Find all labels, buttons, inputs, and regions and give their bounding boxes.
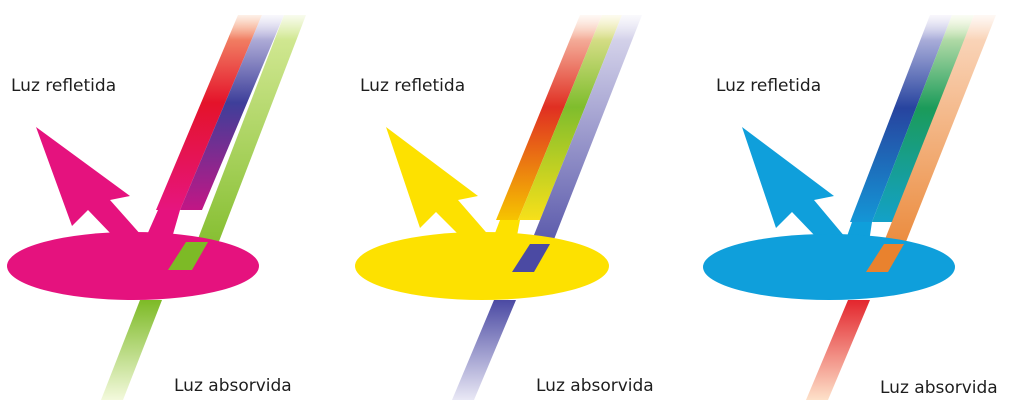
- incoming-green-strip: [186, 15, 306, 270]
- absorbed-light-label: Luz absorvida: [880, 378, 998, 398]
- incoming-red-strip: [156, 15, 262, 210]
- panel-yellow: Luz refletida Luz absorvida: [355, 10, 660, 400]
- absorbed-light-strip: [806, 300, 870, 400]
- panel-cyan: Luz refletida Luz absorvida: [703, 10, 1010, 400]
- absorbed-light-strip: [452, 300, 516, 400]
- incoming-blue-strip: [850, 15, 952, 222]
- pigment-surface: [703, 234, 955, 300]
- absorbed-light-label: Luz absorvida: [174, 376, 292, 396]
- pigment-surface: [7, 232, 259, 300]
- panel-magenta: Luz refletida Luz absorvida: [7, 10, 320, 400]
- reflected-light-label: Luz refletida: [360, 76, 465, 96]
- reflected-light-arrow: [386, 127, 512, 262]
- pigment-surface: [355, 232, 609, 300]
- absorbed-light-label: Luz absorvida: [536, 376, 654, 396]
- incoming-red-strip: [872, 15, 996, 272]
- incoming-blue-strip: [180, 15, 284, 210]
- reflected-light-arrow: [36, 127, 165, 262]
- reflected-light-arrow: [742, 127, 866, 262]
- incoming-green-strip: [872, 15, 974, 222]
- incoming-red-strip: [496, 15, 602, 220]
- incoming-blue-strip: [520, 15, 642, 270]
- absorbed-light-strip: [101, 300, 162, 400]
- reflected-light-label: Luz refletida: [716, 76, 821, 96]
- incoming-green-strip: [518, 15, 622, 220]
- reflected-light-label: Luz refletida: [11, 76, 116, 96]
